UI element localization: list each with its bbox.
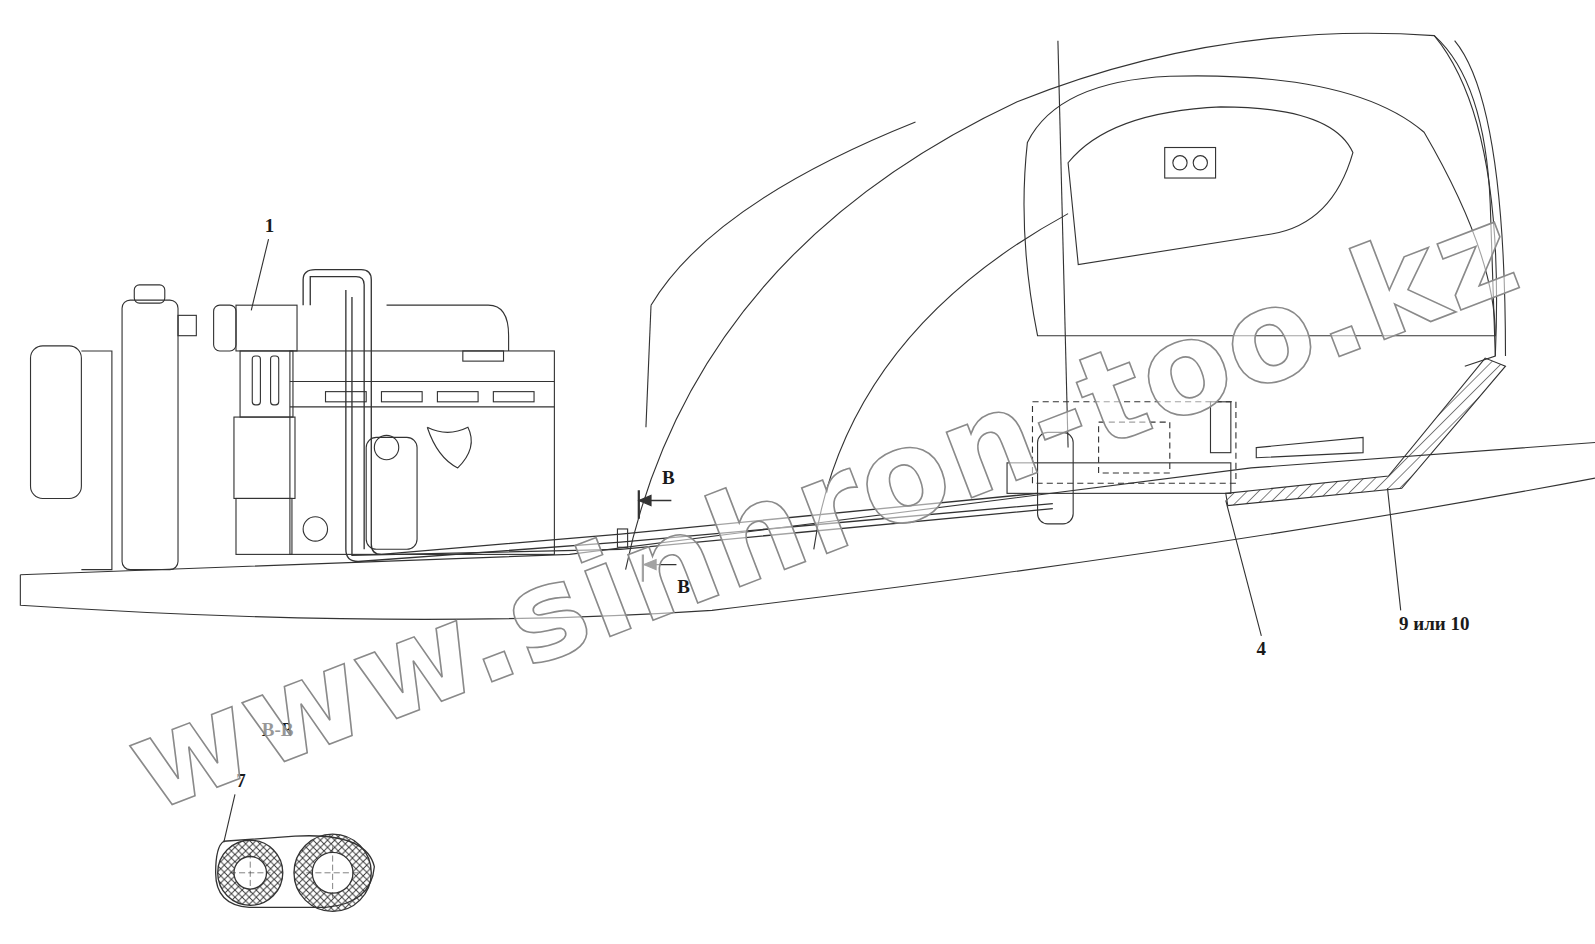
callout-number: 9 или 10	[1397, 613, 1472, 634]
callout-number: 1	[263, 215, 277, 236]
section-mark: В	[660, 468, 677, 489]
callout-number: 4	[1255, 639, 1269, 660]
watermark: www.sinhron-too.kz	[112, 184, 1534, 832]
